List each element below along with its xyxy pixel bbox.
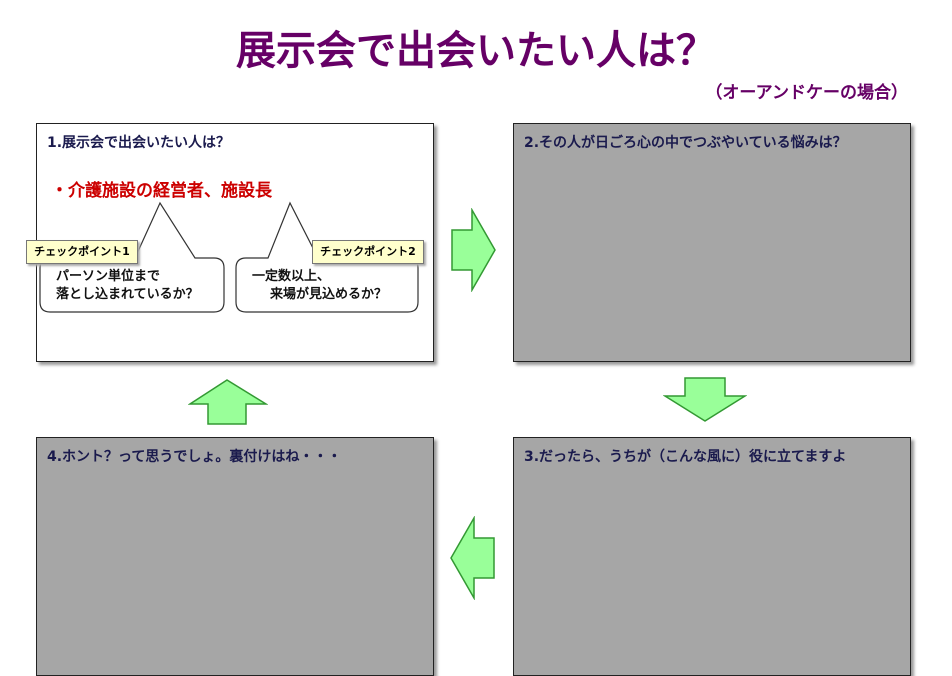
checkpoint-1-text: パーソン単位まで 落とし込まれているか？ xyxy=(56,268,199,304)
arrow-up-icon xyxy=(188,379,268,425)
step-3-title: 3.だったら、うちが（こんな風に）役に立てますよ xyxy=(524,449,847,465)
step-1-title: 1.展示会で出会いたい人は？ xyxy=(47,135,231,151)
step-1-answer: ・介護施設の経営者、施設長 xyxy=(51,181,272,201)
step-4-box: 4.ホント？って思うでしょ。裏付けはね・・・ xyxy=(36,437,434,676)
step-2-box: 2.その人が日ごろ心の中でつぶやいている悩みは？ xyxy=(513,123,911,362)
arrow-left-icon xyxy=(450,516,495,600)
checkpoint-1-line1: パーソン単位まで xyxy=(56,269,161,284)
arrow-right-icon xyxy=(451,208,496,292)
slide-title: 展示会で出会いたい人は？ xyxy=(236,28,716,74)
checkpoint-2-line1: 一定数以上、 xyxy=(252,269,331,284)
slide-subtitle: （オーアンドケーの場合） xyxy=(705,83,908,103)
step-2-title: 2.その人が日ごろ心の中でつぶやいている悩みは？ xyxy=(524,135,847,151)
checkpoint-1-line2: 落とし込まれているか？ xyxy=(56,287,199,302)
checkpoint-2-label: チェックポイント2 xyxy=(312,240,424,264)
step-3-box: 3.だったら、うちが（こんな風に）役に立てますよ xyxy=(513,437,911,676)
checkpoint-1-label: チェックポイント1 xyxy=(26,240,138,264)
checkpoint-2-text: 一定数以上、 来場が見込めるか？ xyxy=(252,268,387,304)
checkpoint-2-line2: 来場が見込めるか？ xyxy=(270,287,388,302)
arrow-down-icon xyxy=(663,377,747,422)
speech-bubble-1 xyxy=(39,201,225,313)
step-4-title: 4.ホント？って思うでしょ。裏付けはね・・・ xyxy=(47,449,342,465)
